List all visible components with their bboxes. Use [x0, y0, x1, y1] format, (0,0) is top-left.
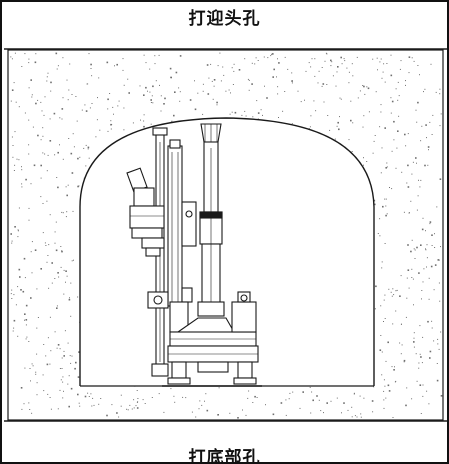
bottom-caption: 打底部孔: [188, 448, 261, 464]
rig-body: [169, 291, 257, 347]
rig-chassis: [162, 345, 262, 387]
mast-clamp: [147, 287, 193, 309]
drill-head: [126, 167, 197, 257]
tunnel-outline: [79, 117, 375, 386]
drilling-rig: [126, 123, 262, 387]
top-caption: 打迎头孔: [188, 9, 261, 29]
right-drill-mast: [197, 123, 225, 317]
